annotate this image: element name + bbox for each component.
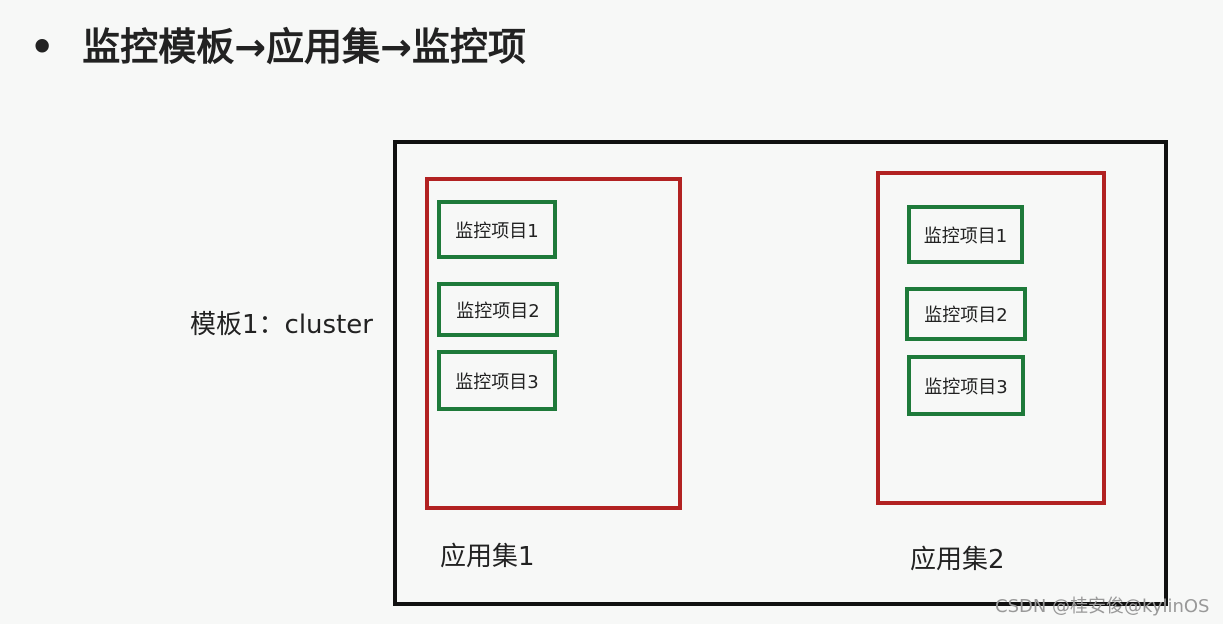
app-set-2-box	[876, 171, 1106, 505]
monitor-item: 监控项目1	[907, 205, 1024, 264]
monitor-item: 监控项目3	[907, 355, 1025, 416]
monitor-item: 监控项目2	[905, 287, 1027, 341]
app-set-2-label: 应用集2	[910, 545, 1005, 575]
title-text: 监控模板→应用集→监控项	[82, 25, 526, 69]
app-set-1-label: 应用集1	[440, 542, 535, 572]
bullet: •	[30, 25, 55, 69]
app-set-1-box	[425, 177, 682, 510]
monitor-item: 监控项目3	[437, 350, 557, 411]
page-title: • 监控模板→应用集→监控项	[30, 16, 526, 71]
template-label: 模板1：cluster	[190, 310, 373, 340]
monitor-item: 监控项目2	[437, 282, 559, 337]
template-box	[393, 140, 1168, 606]
watermark: CSDN @桂安俊@kylinOS	[995, 596, 1210, 617]
monitor-item: 监控项目1	[437, 200, 557, 259]
